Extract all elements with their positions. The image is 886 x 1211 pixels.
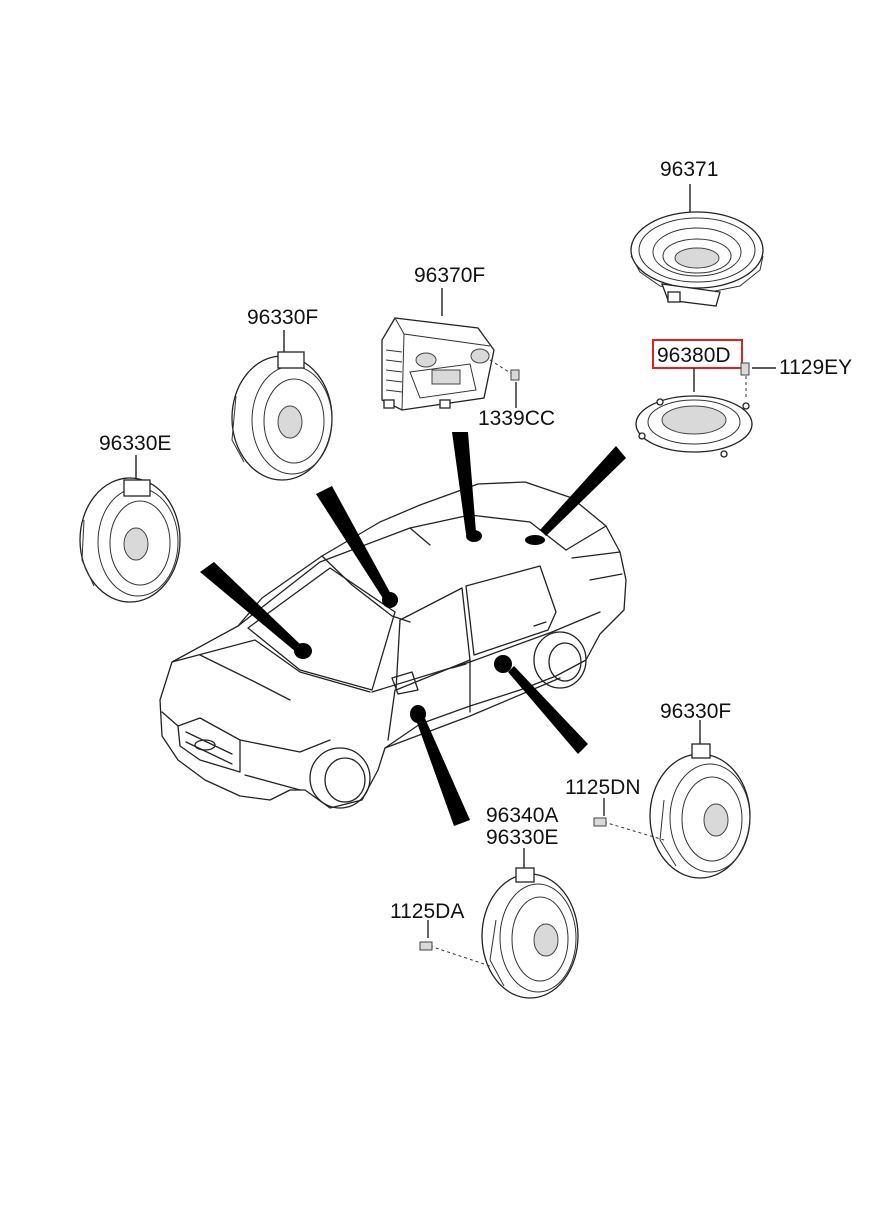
label-96330F-lower: 96330F xyxy=(660,700,731,723)
car-illustration xyxy=(159,481,627,809)
label-1339CC: 1339CC xyxy=(478,407,555,430)
label-1125DN: 1125DN xyxy=(565,776,641,799)
pointer-rear-woofer xyxy=(540,446,626,536)
part-labels: 96371 96370F 96330F 96380D 1129EY 1339CC… xyxy=(99,158,852,923)
location-pointers xyxy=(200,432,626,826)
speaker-96330F-upper xyxy=(231,330,333,481)
location-dot-front-door-lower xyxy=(410,705,426,723)
amplifier-96370F xyxy=(381,288,520,411)
label-1125DA: 1125DA xyxy=(390,900,464,923)
label-96371: 96371 xyxy=(660,158,718,181)
speaker-96330E-left xyxy=(79,455,181,603)
label-1129EY: 1129EY xyxy=(779,356,852,379)
location-dot-rear-door xyxy=(494,655,512,673)
subwoofer-96371 xyxy=(630,184,764,307)
label-96330E-bottom: 96330E xyxy=(486,826,558,849)
tweeter-96380D xyxy=(635,339,776,458)
label-96380D: 96380D xyxy=(657,344,731,367)
pointer-amplifier xyxy=(452,432,476,534)
location-dot-front-door-upper xyxy=(382,592,398,608)
location-dot-front-dash xyxy=(294,643,312,659)
speaker-96330F-lower xyxy=(593,720,751,879)
label-96370F: 96370F xyxy=(414,264,485,287)
pointer-front-door-speaker xyxy=(416,716,470,826)
label-96330E-left: 96330E xyxy=(99,432,171,455)
location-dot-amplifier xyxy=(466,530,482,542)
speaker-96340A-96330E-bottom xyxy=(419,848,579,999)
pointer-front-door-tweeter xyxy=(316,486,392,600)
location-dot-rear-shelf xyxy=(525,535,545,545)
label-96330F-upper: 96330F xyxy=(247,306,318,329)
pointer-front-left-speaker xyxy=(200,562,302,652)
highlight-box-96380D xyxy=(652,339,743,369)
label-96340A: 96340A xyxy=(486,804,558,827)
pointer-rear-door-speaker xyxy=(508,666,588,754)
